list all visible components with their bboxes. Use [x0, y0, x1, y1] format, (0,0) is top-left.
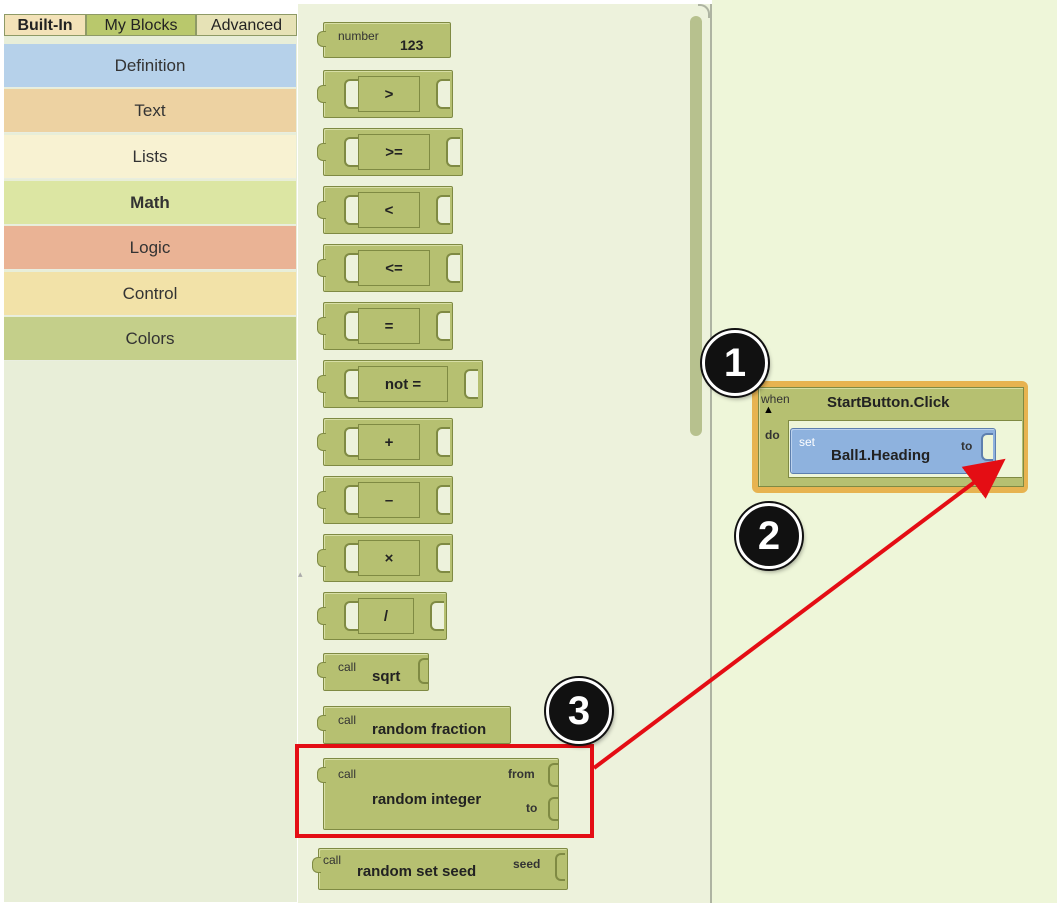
operator-label: <=	[358, 250, 430, 286]
number-value: 123	[400, 37, 424, 53]
input-socket[interactable]	[344, 601, 358, 631]
operator-label: not =	[358, 366, 448, 402]
tab-my-blocks[interactable]: My Blocks	[86, 14, 196, 36]
to-label: to	[526, 801, 538, 815]
block-type-label: call	[338, 713, 357, 727]
input-socket[interactable]	[446, 137, 460, 167]
to-label: to	[961, 439, 973, 453]
operator-label: /	[358, 598, 414, 634]
event-name: StartButton.Click	[827, 394, 950, 411]
block-type-label: number	[338, 29, 379, 43]
input-socket[interactable]	[436, 195, 450, 225]
step-badge-1: 1	[702, 330, 768, 396]
random-fraction-block[interactable]: call random fraction	[317, 706, 511, 744]
block-type-label: call	[338, 660, 357, 674]
input-socket[interactable]	[430, 601, 444, 631]
input-socket[interactable]	[436, 79, 450, 109]
operator-block-subtract[interactable]: –	[317, 476, 453, 524]
input-socket[interactable]	[344, 195, 358, 225]
category-math[interactable]: Math	[4, 181, 296, 225]
block-label: random fraction	[372, 721, 487, 738]
input-socket[interactable]	[436, 427, 450, 457]
block-label: sqrt	[372, 668, 401, 685]
step-badge-2: 2	[736, 503, 802, 569]
operator-label: ×	[358, 540, 420, 576]
operator-label: –	[358, 482, 420, 518]
operator-label: +	[358, 424, 420, 460]
drawer-scrollbar[interactable]	[690, 16, 702, 436]
seed-label: seed	[513, 857, 541, 871]
input-socket[interactable]	[344, 311, 358, 341]
input-socket[interactable]	[436, 311, 450, 341]
input-socket[interactable]	[344, 253, 358, 283]
block-type-label: call	[338, 767, 357, 781]
input-socket[interactable]	[344, 79, 358, 109]
tab-advanced[interactable]: Advanced	[196, 14, 297, 36]
operator-label: >	[358, 76, 420, 112]
block-plug	[317, 31, 326, 47]
when-label: when	[761, 392, 790, 406]
operator-block-gt[interactable]: >	[317, 70, 453, 118]
input-socket[interactable]	[464, 369, 478, 399]
operator-block-divide[interactable]: /	[317, 592, 447, 640]
drawer-corner	[698, 4, 710, 18]
operator-block-neq[interactable]: not =	[317, 360, 483, 408]
block-label: random integer	[372, 791, 482, 808]
operator-block-multiply[interactable]: ×	[317, 534, 453, 582]
input-socket-to[interactable]	[548, 797, 558, 821]
resize-handle-icon[interactable]: ▴	[298, 569, 303, 579]
from-label: from	[508, 767, 535, 781]
set-ball-heading-block[interactable]: set Ball1.Heading to	[790, 428, 996, 474]
do-label: do	[765, 428, 780, 442]
input-socket-from[interactable]	[548, 763, 558, 787]
block-label: random set seed	[357, 863, 477, 880]
operator-label: >=	[358, 134, 430, 170]
operator-block-eq[interactable]: =	[317, 302, 453, 350]
collapse-triangle-icon[interactable]: ▲	[763, 404, 774, 416]
input-socket[interactable]	[344, 137, 358, 167]
category-colors[interactable]: Colors	[4, 317, 296, 361]
highlight-box	[295, 744, 594, 838]
input-socket[interactable]	[446, 253, 460, 283]
input-socket[interactable]	[344, 485, 358, 515]
random-integer-block[interactable]: call random integer from to	[317, 758, 559, 830]
input-socket[interactable]	[418, 658, 428, 684]
palette-tabs: Built-In My Blocks Advanced	[4, 14, 297, 38]
category-logic[interactable]: Logic	[4, 226, 296, 270]
block-type-label: call	[323, 853, 342, 867]
operator-label: <	[358, 192, 420, 228]
category-control[interactable]: Control	[4, 272, 296, 316]
category-definition[interactable]: Definition	[4, 44, 296, 88]
category-text[interactable]: Text	[4, 89, 296, 133]
operator-block-add[interactable]: +	[317, 418, 453, 466]
operator-block-lte[interactable]: <=	[317, 244, 463, 292]
category-lists[interactable]: Lists	[4, 135, 296, 179]
input-socket[interactable]	[555, 853, 565, 881]
operator-block-gte[interactable]: >=	[317, 128, 463, 176]
operator-label: =	[358, 308, 420, 344]
input-socket[interactable]	[344, 369, 358, 399]
input-socket[interactable]	[436, 485, 450, 515]
random-set-seed-block[interactable]: call random set seed seed	[312, 848, 568, 890]
input-socket[interactable]	[344, 427, 358, 457]
step-badge-3: 3	[546, 678, 612, 744]
set-label: set	[799, 435, 816, 449]
operator-block-lt[interactable]: <	[317, 186, 453, 234]
input-socket[interactable]	[344, 543, 358, 573]
input-socket[interactable]	[436, 543, 450, 573]
category-panel: Built-In My Blocks Advanced Definition T…	[4, 14, 297, 902]
tab-built-in[interactable]: Built-In	[4, 14, 86, 36]
sqrt-block[interactable]: call sqrt	[317, 653, 429, 691]
property-label: Ball1.Heading	[831, 447, 931, 464]
number-block[interactable]: number 123	[317, 22, 451, 58]
